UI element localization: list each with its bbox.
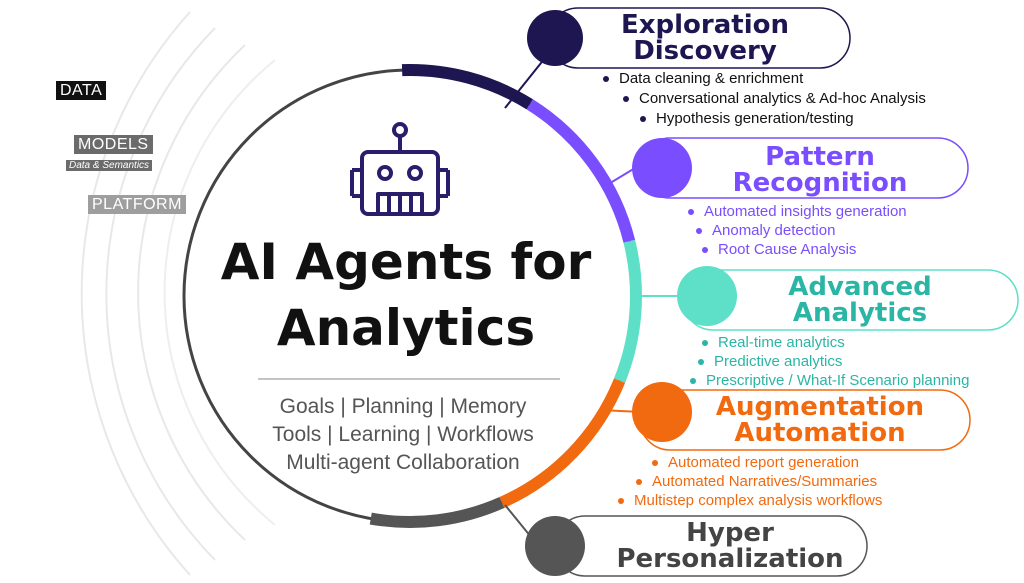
layer-platform-tag: PLATFORM — [88, 195, 186, 214]
center-caption-line2: Tools | Learning | Workflows — [272, 423, 534, 446]
center-caption-line3: Multi-agent Collaboration — [286, 451, 520, 474]
arc-segment-pattern — [526, 99, 636, 243]
stage-pattern-title-line2: Recognition — [732, 168, 908, 198]
bullet-augmentation-2: Automated Narratives/Summaries — [636, 473, 877, 490]
bullet-dot — [652, 459, 658, 466]
stage-pattern-title-line1: Pattern — [765, 142, 875, 172]
bullet-dot — [698, 358, 704, 365]
node-advanced — [677, 266, 737, 326]
arc-segment-augmentation — [499, 378, 626, 508]
bullet-text: Automated report generation — [668, 454, 859, 471]
bullet-text: Hypothesis generation/testing — [656, 110, 854, 127]
bullet-text: Predictive analytics — [714, 353, 843, 370]
stage-advanced-title-line1: Advanced — [788, 272, 932, 302]
node-hyper — [525, 516, 585, 576]
outer-ring-2 — [105, 27, 216, 561]
stage-pattern-title: Pattern Recognition — [705, 144, 935, 196]
bullet-text: Real-time analytics — [718, 334, 845, 351]
robot-icon — [350, 122, 450, 216]
layer-platform-label: PLATFORM — [88, 195, 186, 214]
bullet-dot — [603, 75, 609, 82]
bullet-exploration-2: Conversational analytics & Ad-hoc Analys… — [623, 90, 926, 107]
stage-exploration-title-line1: Exploration — [621, 10, 789, 40]
arc-segment-exploration — [401, 64, 533, 110]
bullet-text: Data cleaning & enrichment — [619, 70, 804, 87]
bullet-text: Conversational analytics & Ad-hoc Analys… — [639, 90, 926, 107]
outer-ring-4 — [163, 59, 276, 526]
bullet-augmentation-3: Multistep complex analysis workflows — [618, 492, 882, 509]
layer-models-sublabel: Data & Semantics — [66, 160, 153, 171]
layer-data-tag: DATA — [56, 81, 107, 100]
bullet-dot — [618, 497, 624, 504]
bullet-pattern-1: Automated insights generation — [688, 203, 907, 220]
bullet-text: Anomaly detection — [712, 222, 836, 239]
arc-segment-hyper — [369, 496, 505, 528]
bullet-text: Automated insights generation — [704, 203, 907, 220]
stage-exploration-title: Exploration Discovery — [590, 12, 820, 64]
bullet-dot — [702, 339, 708, 346]
stage-advanced-title: Advanced Analytics — [745, 274, 975, 326]
bullet-dot — [640, 115, 646, 122]
bullet-text: Prescriptive / What-If Scenario planning — [706, 372, 970, 389]
bullet-exploration-3: Hypothesis generation/testing — [640, 110, 854, 127]
center-title-line2: Analytics — [276, 299, 536, 357]
layer-models-tag: MODELS — [74, 135, 153, 154]
bullet-text: Root Cause Analysis — [718, 241, 857, 258]
outer-ring-1 — [80, 11, 191, 576]
bullet-dot — [702, 246, 708, 253]
bullet-text: Automated Narratives/Summaries — [652, 473, 878, 490]
center-title-line1: AI Agents for — [220, 233, 592, 291]
node-augmentation — [632, 382, 692, 442]
stage-hyper-title-line2: Personalization — [616, 544, 844, 574]
stage-advanced-title-line2: Analytics — [792, 298, 928, 328]
bullet-advanced-2: Predictive analytics — [698, 353, 842, 370]
bullet-augmentation-1: Automated report generation — [652, 454, 859, 471]
arc-segment-advanced — [613, 239, 642, 383]
connector-exploration — [504, 57, 546, 109]
stage-augmentation-title-line2: Automation — [734, 418, 906, 448]
layer-models-label: MODELS — [74, 135, 153, 154]
bullet-advanced-1: Real-time analytics — [702, 334, 845, 351]
bullet-pattern-3: Root Cause Analysis — [702, 241, 856, 258]
bullet-dot — [696, 227, 702, 234]
stage-exploration-title-line2: Discovery — [633, 36, 777, 66]
bullet-dot — [688, 208, 694, 215]
bullet-advanced-3: Prescriptive / What-If Scenario planning — [690, 372, 969, 389]
stage-augmentation-title-line1: Augmentation — [715, 392, 925, 422]
node-pattern — [632, 138, 692, 198]
bullet-dot — [623, 95, 629, 102]
outer-ring-3 — [137, 44, 246, 541]
bullet-exploration-1: Data cleaning & enrichment — [603, 70, 803, 87]
center-caption-line1: Goals | Planning | Memory — [279, 395, 527, 418]
stage-augmentation-title: Augmentation Automation — [695, 394, 945, 446]
layer-data-label: DATA — [56, 81, 107, 100]
bullet-text: Multistep complex analysis workflows — [634, 492, 883, 509]
stage-hyper-title: Hyper Personalization — [600, 520, 860, 572]
bullet-pattern-2: Anomaly detection — [696, 222, 835, 239]
node-exploration — [527, 10, 583, 66]
layer-models-sub-tag: Data & Semantics — [66, 155, 153, 173]
bullet-dot — [636, 478, 642, 485]
stage-hyper-title-line1: Hyper — [686, 518, 774, 548]
bullet-dot — [690, 377, 696, 384]
